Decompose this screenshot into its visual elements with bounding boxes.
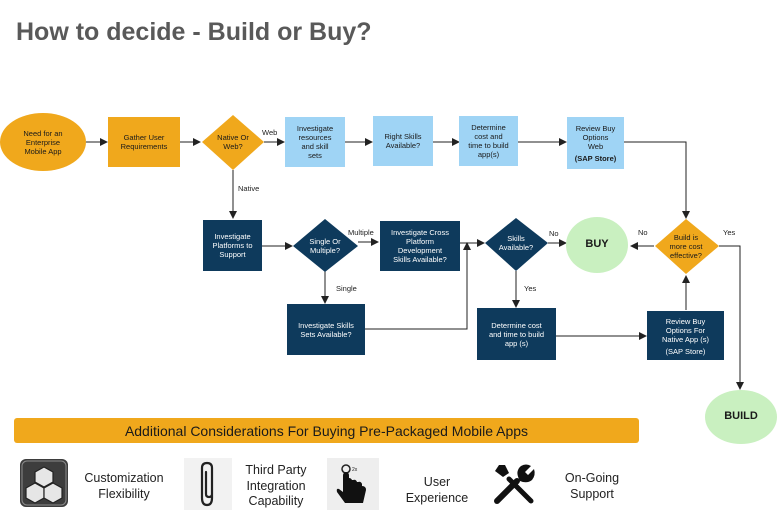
consideration-label-support: On-Going Support <box>564 471 620 501</box>
investigate-platforms-box <box>203 220 262 271</box>
consideration-label-integration: Third Party Integration Capability <box>245 463 307 509</box>
right-skills-box <box>373 116 433 166</box>
native-web-label: Native Or Web? <box>217 133 249 151</box>
connectors <box>86 138 744 390</box>
build-cost-label: Build is more cost effective? <box>669 232 703 260</box>
determine-native-box <box>477 308 556 360</box>
investigate-cross-box <box>380 221 460 271</box>
paperclip-icon <box>184 458 232 510</box>
review-buy-web-label: Review Buy Options Web <box>575 123 616 151</box>
consideration-label-user-experience: User Experience <box>405 475 469 505</box>
build-oval <box>705 390 777 444</box>
single-multiple-label: Single Or Multiple? <box>309 237 341 255</box>
edge-label-no-skills: No <box>549 229 559 238</box>
investigate-resources-label: Investigate resources and skill sets <box>296 124 334 160</box>
review-buy-web-store-label: (SAP Store) <box>574 153 617 163</box>
buy-label: BUY <box>585 238 609 251</box>
arrow-review-buildcost <box>624 141 690 219</box>
considerations-banner: Additional Considerations For Buying Pre… <box>14 418 639 443</box>
cube-cluster-icon <box>20 459 68 507</box>
determine-web-label: Determine cost and time to build app(s) <box>468 123 509 159</box>
touch-hand-icon: 2x <box>327 458 379 510</box>
start-label: Need for an Enterprise Mobile App <box>23 128 63 156</box>
consideration-label-customization: Customization Flexibility <box>84 471 164 501</box>
tools-icon <box>490 460 538 508</box>
buy-oval <box>566 217 628 273</box>
edge-label-yes-skills: Yes <box>524 284 537 293</box>
review-buy-native-label: Review Buy Options For Native App (s) <box>661 316 710 344</box>
edge-label-no-build: No <box>638 228 648 237</box>
determine-native-label: Determine cost and time to build app (s) <box>488 320 545 348</box>
determine-web-box <box>459 116 518 166</box>
investigate-platforms-label: Investigate Platforms to Support <box>212 232 253 259</box>
arrow-skillsets-merge <box>365 242 471 330</box>
skills-available-diamond <box>485 218 548 271</box>
edge-label-single: Single <box>336 284 357 293</box>
review-buy-native-box <box>647 311 724 360</box>
review-buy-web-box <box>567 117 624 169</box>
single-multiple-diamond <box>293 219 358 272</box>
gather-box <box>108 117 180 167</box>
native-web-diamond <box>202 115 264 170</box>
right-skills-label: Right Skills Available? <box>384 132 422 150</box>
build-label: BUILD <box>724 410 758 423</box>
investigate-skills-box <box>287 304 365 355</box>
edge-label-yes-build: Yes <box>723 228 736 237</box>
investigate-cross-label: Investigate Cross Platform Development S… <box>391 228 449 264</box>
page-title: How to decide - Build or Buy? <box>16 18 372 46</box>
review-buy-native-store-label: (SAP Store) <box>665 346 706 356</box>
edge-label-native: Native <box>238 184 260 193</box>
build-cost-diamond <box>655 219 719 274</box>
investigate-skills-label: Investigate Skills Sets Available? <box>298 320 354 339</box>
edge-label-web: Web <box>262 128 278 137</box>
gather-label: Gather User Requirements <box>120 133 168 151</box>
investigate-resources-box <box>285 117 345 167</box>
svg-text:2x: 2x <box>352 467 358 473</box>
edge-label-multiple: Multiple <box>348 228 374 237</box>
skills-available-label: Skills Available? <box>498 234 534 252</box>
arrow-buildcost-yes-build <box>719 245 744 390</box>
start-oval <box>0 113 86 171</box>
